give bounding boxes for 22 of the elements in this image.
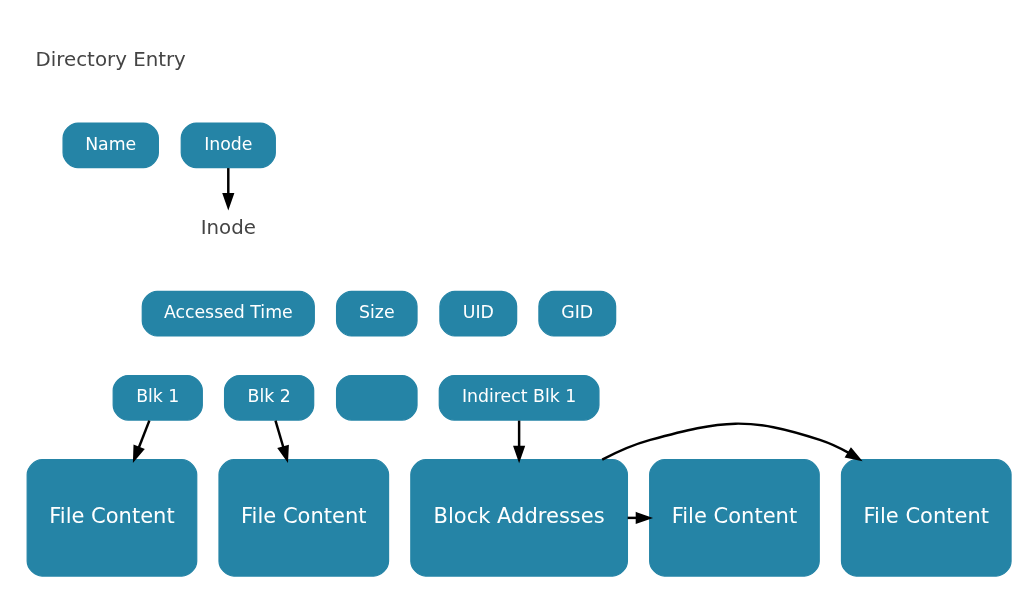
arrow bbox=[513, 420, 526, 463]
node-box: UID bbox=[439, 290, 518, 337]
node-box: File Content bbox=[218, 458, 390, 577]
arrow bbox=[132, 419, 151, 463]
node-box: File Content bbox=[840, 458, 1012, 577]
node-box: GID bbox=[538, 290, 617, 337]
node-box: File Content bbox=[26, 458, 198, 577]
node-box bbox=[335, 374, 418, 421]
node-box: Accessed Time bbox=[141, 290, 315, 337]
node-box: Name bbox=[62, 121, 159, 168]
node-box: Inode bbox=[180, 121, 276, 168]
arrow bbox=[601, 421, 863, 461]
node-box: File Content bbox=[649, 458, 820, 577]
node-box: Blk 2 bbox=[223, 374, 315, 421]
node-box: Size bbox=[335, 290, 418, 337]
node-box: Indirect Blk 1 bbox=[438, 374, 600, 421]
node-box: Blk 1 bbox=[112, 374, 203, 421]
arrow bbox=[274, 419, 289, 463]
label: Directory Entry bbox=[35, 47, 186, 71]
arrow bbox=[222, 167, 235, 210]
node-box: Block Addresses bbox=[410, 458, 628, 577]
node-text: Inode bbox=[200, 215, 256, 239]
